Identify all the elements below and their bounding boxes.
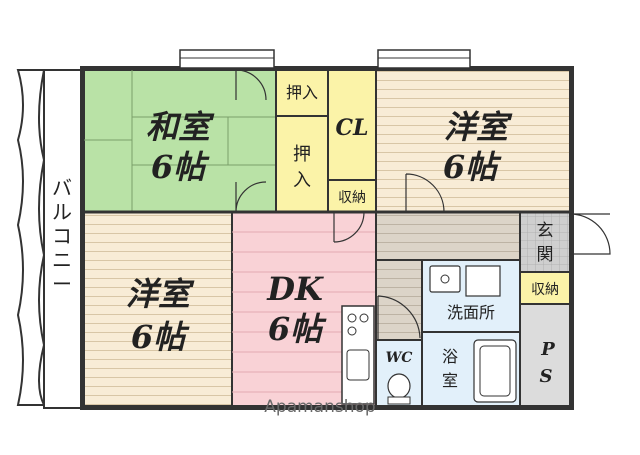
toilet-tank [387, 396, 411, 405]
balcony: バルコニー [16, 69, 83, 409]
youshitsu-ne-size: 6帖 [443, 148, 502, 186]
shuno-2: 収納 [519, 271, 571, 305]
oshiire-2: 押 入 [275, 115, 329, 213]
entrance-label-b: 関 [537, 245, 554, 265]
washing-machine [465, 265, 501, 297]
yokushitsu: 浴 室 [421, 331, 521, 407]
door-swing-wc [377, 295, 421, 340]
youshitsu-sw-room: 洋室 6帖 [83, 211, 233, 407]
door-swing-youshitsu-ne [405, 173, 445, 213]
balcony-label: バルコニー [52, 176, 72, 296]
toilet [387, 373, 411, 399]
kitchen-sink [346, 349, 370, 381]
bathtub-inner [479, 345, 511, 397]
washitsu-name: 和室 [146, 108, 215, 146]
shuno-1: 収納 [327, 179, 377, 213]
closet-cl: CL [327, 69, 377, 181]
shuno-2-label: 収納 [531, 282, 559, 298]
ps-label-a: P [540, 339, 555, 360]
yokushitsu-label-b: 室 [442, 371, 458, 390]
washitsu-room: 和室 6帖 [83, 69, 277, 213]
senmenjo: 洗面所 [421, 259, 521, 333]
dk-room: DK 6帖 [231, 211, 377, 407]
oshiire-1-label: 押入 [286, 83, 318, 102]
shuno-1-label: 収納 [338, 190, 366, 206]
stove-burner [347, 326, 357, 336]
washbasin [429, 265, 461, 293]
washbasin-drain [440, 274, 450, 284]
door-swing-washitsu-2 [235, 181, 267, 213]
window-washitsu [179, 49, 275, 69]
wc: WC [375, 339, 423, 407]
outer-walls [80, 66, 574, 410]
youshitsu-ne-room: 洋室 6帖 [375, 69, 571, 213]
stove-burner [347, 313, 357, 323]
entrance: 玄 関 [519, 211, 571, 273]
ps-shaft: P S [519, 303, 571, 407]
watermark-text: Apamanshop [264, 397, 375, 417]
oshiire-1: 押入 [275, 69, 329, 117]
wc-label: WC [386, 350, 413, 366]
door-swing-dk [333, 211, 365, 243]
youshitsu-sw-name: 洋室 [126, 275, 195, 313]
yokushitsu-label-a: 浴 [442, 347, 458, 366]
senmenjo-label: 洗面所 [447, 303, 495, 322]
youshitsu-ne-name: 洋室 [444, 108, 513, 146]
youshitsu-sw-size: 6帖 [131, 318, 190, 356]
stove-burner [359, 313, 369, 323]
ps-label-b: S [540, 366, 553, 387]
window-youshitsu-ne [377, 49, 471, 69]
oshiire-2-label-a: 押 [293, 144, 311, 165]
door-swing-washitsu [235, 69, 267, 101]
dk-name: DK [266, 270, 324, 308]
washitsu-size: 6帖 [151, 148, 210, 186]
bathtub [473, 339, 517, 403]
oshiire-2-label-b: 入 [293, 170, 311, 191]
dk-size: 6帖 [268, 310, 327, 348]
door-swing-entrance [569, 213, 611, 255]
entrance-label-a: 玄 [537, 221, 554, 241]
closet-cl-label: CL [336, 115, 369, 141]
